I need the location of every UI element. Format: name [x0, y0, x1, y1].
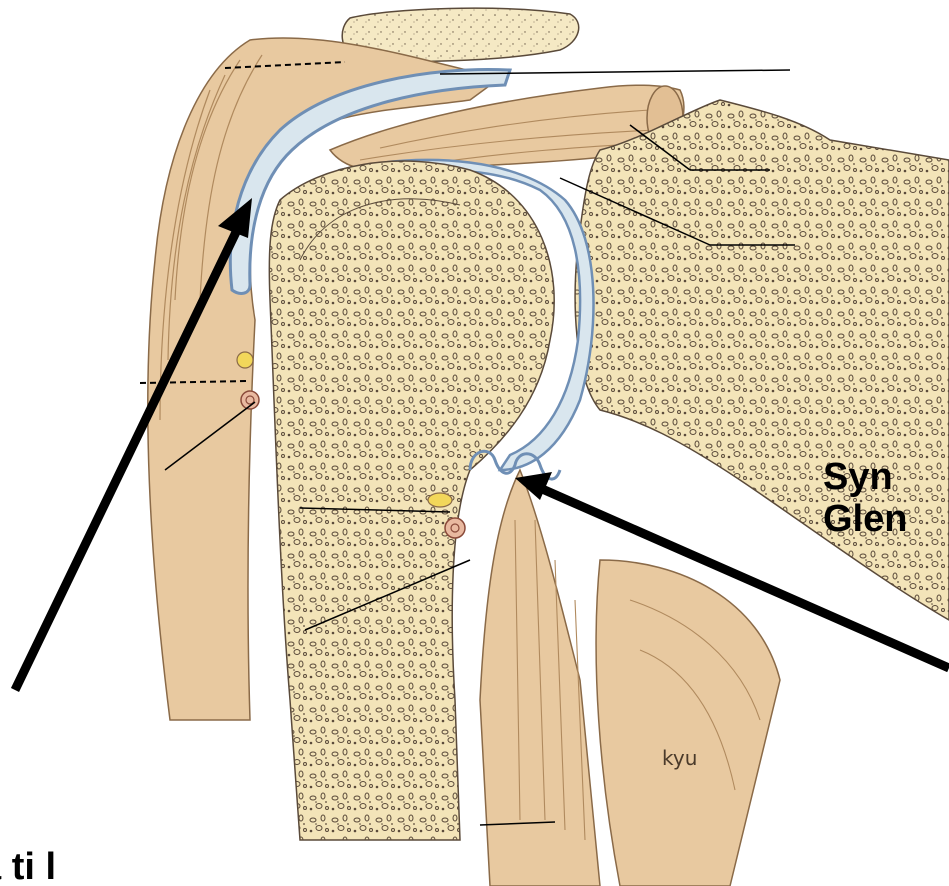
synovial-label-line2: Glen — [823, 498, 907, 540]
bursa-label: a ti l — [0, 846, 56, 886]
synovial-label: Syn Glen — [823, 456, 907, 540]
lower-muscle: kyu — [596, 560, 780, 886]
artist-signature: kyu — [662, 746, 697, 770]
synovial-label-line1: Syn — [823, 456, 907, 498]
scapula-glenoid — [575, 100, 949, 620]
